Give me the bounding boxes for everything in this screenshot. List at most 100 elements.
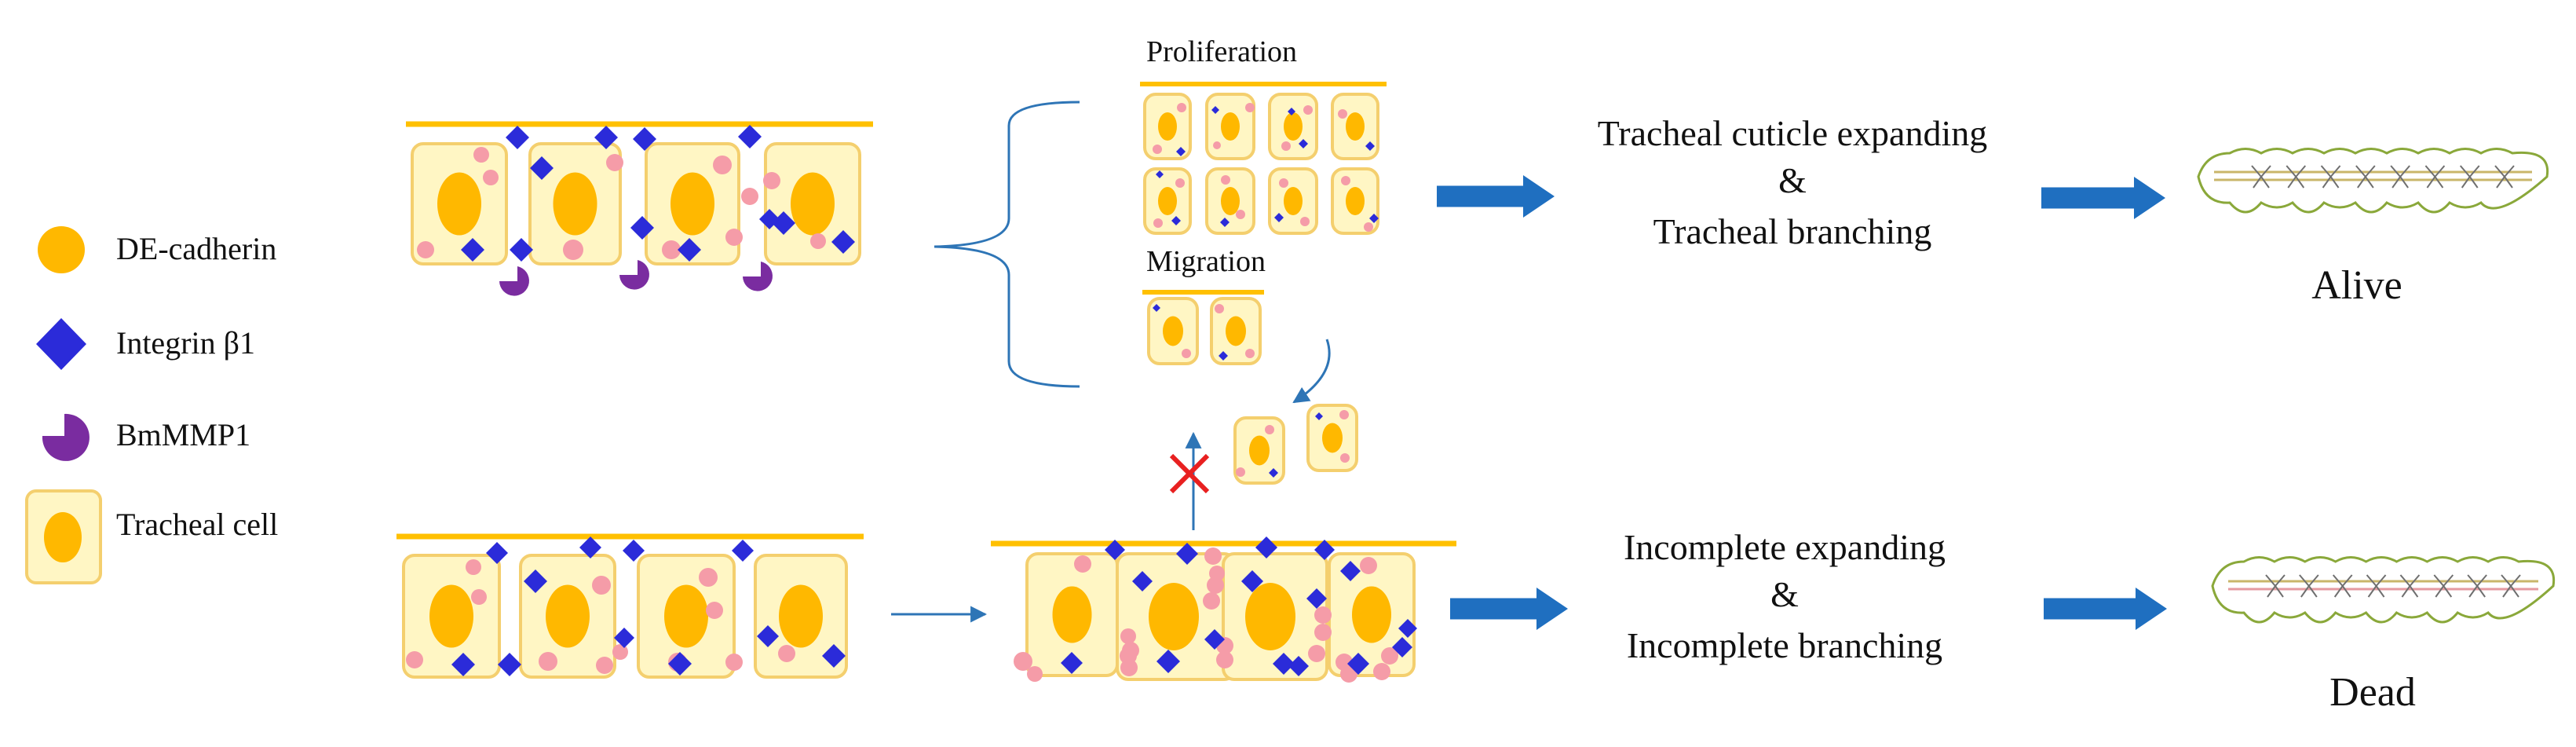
cadherin-dot [1279,178,1288,188]
cadherin-dot [1153,145,1162,154]
cadherin-dot [1360,557,1377,574]
spiracle-mark [2501,574,2521,598]
cadherin-dot [1265,425,1274,434]
bottom-outcome-line2: Incomplete branching [1627,625,1942,665]
nucleus [664,584,708,648]
integrin-icon [1340,561,1361,581]
integrin-icon [1220,218,1230,227]
integrin-icon [1176,147,1186,156]
cadherin-dot [1308,645,1325,662]
block-arrows [1437,175,2167,630]
cadherin-dot [1177,103,1186,112]
legend-label-integrin: Integrin β1 [116,325,255,361]
cadherin-dot [1014,652,1032,671]
integrin-icon [1211,106,1219,114]
integrin-icon [1176,543,1198,565]
cadherin-dot [539,652,557,671]
integrin-icon [1347,653,1369,675]
nucleus [1158,187,1177,215]
nucleus [1149,583,1199,650]
cadherin-dot [1340,453,1350,463]
proliferation-panel: Proliferation [1140,35,1387,235]
integrin-icon [678,238,701,262]
nucleus [1163,316,1183,346]
legend-label-tracheal-cell: Tracheal cell [116,507,278,542]
integrin-icon [1274,213,1284,222]
cadherin-dot [706,602,723,619]
integrin-icon [732,540,754,562]
migration-label: Migration [1146,245,1266,278]
cadherin-dot [1314,624,1332,641]
cadherin-dot [473,147,489,163]
spiracle-mark [2494,165,2515,189]
cadherin-dot [592,576,611,595]
spiracle-mark [2265,574,2286,598]
nucleus [1284,112,1303,141]
bottom-outcome-amp: & [1770,574,1799,614]
cadherin-dot [699,568,718,587]
integrin-icon [1306,588,1327,609]
cadherin-dot [466,559,481,575]
bottom-middle-tissue [991,536,1456,683]
cadherin-dot [1182,349,1191,358]
nucleus [1346,187,1365,215]
cadherin-dot [713,156,732,174]
dead-larva-icon [2211,556,2556,624]
spiracle-mark [2355,165,2376,189]
cadherin-dot [1027,666,1043,682]
integrin-icon [510,238,533,262]
cadherin-dot [1314,606,1332,624]
cadherin-dot [1364,222,1373,232]
top-outcome-amp: & [1778,160,1807,200]
top-outcome-line1: Tracheal cuticle expanding [1598,113,1987,153]
migration-arrow [1292,339,1331,404]
nucleus [1221,112,1240,141]
nucleus [437,172,481,236]
spiracle-mark [2332,574,2353,598]
cadherin-dot [1209,566,1225,581]
integrin-legend-icon [36,318,86,370]
cadherin-dot [725,654,743,671]
cadherin-dot [1120,628,1136,644]
migration-panel: Migration [1142,245,1358,485]
bmmmp1-icon [743,262,773,291]
integrin-icon [1288,656,1309,676]
integrin-icon [1369,214,1379,223]
cadherin-dot [1300,217,1310,226]
top-outcome-line2: Tracheal branching [1653,211,1932,251]
integrin-icon [831,230,855,254]
nucleus [1052,586,1092,643]
integrin-icon [1314,540,1335,560]
integrin-icon [506,126,529,149]
cadherin-dot [1281,141,1291,151]
integrin-icon [668,652,692,676]
cadherin-dot [606,154,623,171]
cadherin-dot [471,589,487,605]
tracheal-cell-legend-nucleus [44,512,82,562]
integrin-icon [1288,108,1295,115]
red-cross-icon [1169,453,1210,494]
integrin-icon [1204,629,1225,650]
spiracle-mark [2390,165,2410,189]
spiracle-mark [2299,574,2319,598]
nucleus [1245,583,1295,650]
cadherin-dot [1339,410,1349,419]
cadherin-dot [763,172,780,189]
bmmmp1-icon [619,260,649,290]
cadherin-dot [406,651,423,668]
cadherin-dot [1204,547,1222,565]
integrin-icon [530,156,554,180]
cadherin-dot [1207,577,1224,594]
cadherin-dot [1303,105,1313,115]
bmmmp1-legend-icon [42,413,90,461]
cadherin-dot [483,170,499,185]
block-arrow [1450,588,1568,630]
integrin-icon [1061,652,1083,674]
nucleus [1221,187,1240,215]
nucleus [670,172,714,236]
cadherin-dot [417,241,434,258]
block-arrow [1437,175,1555,218]
cadherin-dot [1236,467,1245,477]
cadherin-dot [1341,176,1350,185]
nucleus [553,172,597,236]
